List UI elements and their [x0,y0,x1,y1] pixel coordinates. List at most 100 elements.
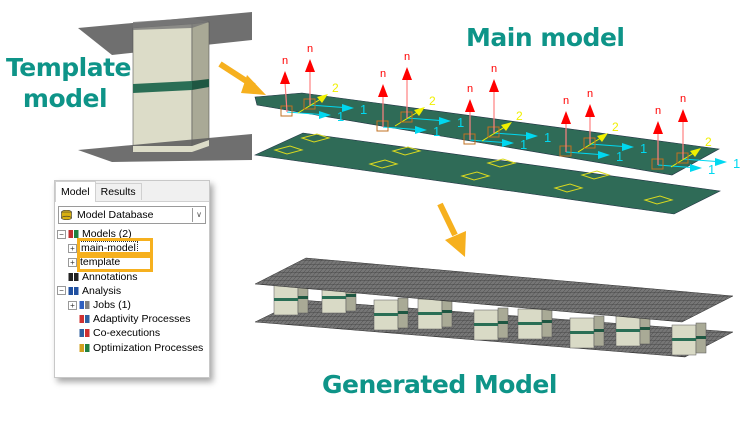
axis2-arrowhead [317,94,328,103]
tree-item-template[interactable]: +template [57,255,209,269]
normal-label: n [282,55,288,67]
template-model-figure [78,12,252,162]
tree-item-models-2[interactable]: −Models (2) [57,227,209,241]
column-band [518,322,542,325]
co-executions-icon [79,329,90,338]
column-band [418,312,442,315]
normal-arrowhead [402,67,412,80]
axis2-label: 2 [705,135,712,149]
expand-icon[interactable]: + [68,243,77,253]
collapse-icon[interactable]: − [57,286,66,296]
column-band-side [298,296,308,299]
tree-item-co-executions[interactable]: Co-executions [57,326,209,340]
normal-label: n [680,93,686,105]
normal-arrowhead [489,79,499,92]
tree-item-analysis[interactable]: − Analysis [57,284,209,298]
normal-label: n [563,95,569,107]
normal-arrowhead [280,71,290,84]
axis1-label: 1 [616,149,623,164]
arrow-template-to-main [218,61,266,95]
chevron-down-icon[interactable]: ∨ [192,208,205,222]
database-icon [61,210,72,220]
column-band-side [696,336,706,339]
tree-item-annotations[interactable]: Annotations [57,270,209,284]
column-band [672,338,696,341]
tree-item-label: template [80,256,121,269]
panel-tabs: Model Results [55,181,209,202]
generated-column [473,307,509,341]
normal-label: n [467,83,473,95]
normal-arrowhead [465,99,475,112]
axis1-label: 1 [733,156,740,171]
tab-model[interactable]: Model [55,181,96,202]
template-model-title: Template model [6,52,131,114]
normal-label: n [491,63,497,75]
main-bottom-plate [253,132,721,215]
highlight-box [77,252,153,273]
axis1-arrowhead [342,104,354,112]
tree-item-optimization-processes[interactable]: Optimization Processes [57,341,209,355]
axis1-arrowhead [598,151,610,159]
arrow-main-to-generated [437,202,466,257]
axis1-label: 1 [457,115,464,130]
normal-arrowhead [585,104,595,117]
analysis-icon [68,286,79,295]
axis2-arrowhead [501,122,512,131]
tree-item-label: Jobs (1) [93,299,131,312]
axis2-label: 2 [429,94,436,108]
optimization-icon [79,343,90,352]
column-band-side [542,320,552,323]
normal-arrowhead [678,109,688,122]
column-band [374,313,398,316]
normal-arrowhead [305,59,315,72]
expand-icon[interactable]: + [68,300,77,310]
collapse-icon[interactable]: − [57,229,66,239]
tree-item-label: Optimization Processes [93,341,204,354]
normal-label: n [404,51,410,63]
main-model-title: Main model [466,23,625,52]
column-band [616,329,640,332]
tree-item-adaptivity-processes[interactable]: Adaptivity Processes [57,312,209,326]
generated-top-plate [254,257,734,323]
axis1-label: 1 [640,141,647,156]
tree-item-label: Analysis [82,284,122,297]
axis2-label: 2 [612,120,619,134]
template-title-line1: Template [6,53,131,82]
column-band [570,331,594,334]
column-band-side [442,310,452,313]
generated-model-title: Generated Model [322,370,557,399]
axis2-arrowhead [414,107,425,116]
generated-column [417,296,453,330]
column-band-side [346,294,356,297]
normal-arrowhead [378,84,388,97]
main-model-figure [253,92,721,215]
model-database-label: Model Database [77,209,154,221]
generated-column [615,313,651,347]
column-band-side [640,327,650,330]
generated-column [373,297,409,331]
tab-results[interactable]: Results [95,183,142,200]
expand-icon[interactable]: + [68,257,77,267]
normal-label: n [380,68,386,80]
axis2-arrowhead [690,148,701,157]
bottom-plate-squares [273,133,674,205]
normal-label: n [307,43,313,55]
axis1-label: 1 [708,162,715,177]
tree-item-jobs-1[interactable]: + Jobs (1) [57,298,209,312]
tree-item-main-model[interactable]: +main-model [57,241,209,256]
axis1-arrowhead [526,132,538,140]
axis1-arrowhead [690,164,702,172]
axis1-label: 1 [520,137,527,152]
generated-column [671,322,707,356]
column-band-side [498,321,508,324]
annotations-icon [68,272,79,281]
generated-column [517,306,553,340]
normal-label: n [655,105,661,117]
model-database-select[interactable]: Model Database ∨ [58,206,206,224]
axis2-label: 2 [516,109,523,123]
axis1-arrowhead [319,111,331,119]
axis2-label: 2 [332,81,339,95]
normal-label: n [587,88,593,100]
